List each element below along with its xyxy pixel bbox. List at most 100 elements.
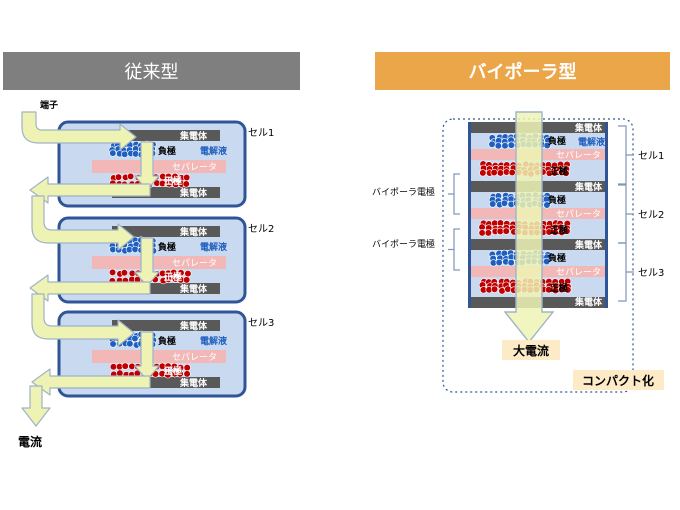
bipolar-electrode-bracket [448, 173, 460, 215]
current-arrow-out [21, 385, 51, 427]
active-material-particle [108, 268, 117, 276]
top-collector-plate [112, 130, 220, 141]
active-material-particle [494, 142, 502, 150]
cell-bracket [618, 125, 634, 185]
separator-layer [92, 350, 226, 363]
active-material-particle [489, 200, 497, 208]
bipolar-type-title: バイポーラ型 [468, 62, 577, 83]
current-label: 電流 [18, 434, 42, 449]
separator-layer [92, 256, 226, 269]
downward-current-arrow [134, 141, 160, 191]
active-material-particle [543, 141, 551, 150]
active-material-particle [109, 340, 117, 348]
electrolyte-label: 電解液 [200, 335, 228, 347]
compact-label: コンパクト化 [582, 373, 654, 388]
active-material-particle [183, 276, 191, 284]
electrolyte-label: 電解液 [200, 145, 228, 157]
collector-label: 集電体 [179, 283, 208, 295]
active-material-particle [120, 269, 128, 277]
active-material-particle [131, 245, 139, 254]
collector-label: 集電体 [179, 226, 208, 238]
cathode-label: 正極 [164, 365, 182, 377]
active-material-particle [478, 229, 486, 237]
compact-label-box [573, 370, 664, 390]
cathode-label: 正極 [164, 175, 182, 187]
cell-label-1: セル1 [638, 150, 664, 162]
collector-label: 集電体 [574, 296, 603, 308]
anode-label: 負極 [548, 194, 566, 206]
large-current-label-box [502, 340, 560, 360]
cathode-label: 正極 [164, 271, 182, 283]
active-material-particle [500, 199, 509, 207]
anode-label: 負極 [548, 135, 566, 147]
cathode-label: 正極 [550, 224, 568, 236]
downward-current-arrow [134, 237, 160, 287]
anode-label: 負極 [158, 335, 176, 347]
active-material-particle [121, 362, 129, 370]
electrolyte-label: 電解液 [200, 241, 228, 253]
active-material-particle [488, 140, 496, 148]
downward-current-arrow [134, 331, 160, 381]
active-material-particle [495, 258, 503, 267]
active-material-particle [184, 269, 192, 278]
cell-label-3: セル3 [638, 267, 664, 279]
stack-side-wall-left [468, 122, 471, 308]
active-material-particle [564, 286, 572, 294]
cell-bracket [618, 242, 634, 302]
active-material-particle [127, 172, 135, 180]
active-material-particle [496, 227, 504, 236]
active-material-particle [508, 168, 516, 177]
separator-label: セパレータ [172, 352, 217, 363]
anode-label: 負極 [158, 241, 176, 253]
current-arrow-terminal-in [21, 111, 137, 151]
cell-label-2: セル2 [248, 223, 274, 235]
active-material-particle [183, 370, 191, 378]
stack-side-wall-right [605, 122, 608, 308]
active-material-particle [479, 169, 487, 177]
current-arrow-connector-2 [31, 293, 135, 347]
active-material-particle [114, 173, 123, 181]
current-arrow-connector-1 [31, 195, 135, 251]
active-material-particle [177, 269, 185, 277]
active-material-particle [507, 259, 515, 267]
cell-bracket [618, 184, 634, 244]
active-material-particle [498, 287, 506, 295]
active-material-particle [543, 201, 551, 209]
bipolar-type-header: バイポーラ型 [375, 52, 670, 90]
active-material-particle [109, 149, 117, 157]
collector-label: 集電体 [179, 130, 208, 142]
active-material-particle [484, 229, 492, 237]
separator-label: セパレータ [556, 267, 601, 278]
terminal-label: 端子 [40, 99, 58, 111]
separator-label: セパレータ [172, 162, 217, 173]
active-material-particle [176, 370, 184, 378]
active-material-particle [501, 142, 509, 150]
active-material-particle [490, 285, 499, 293]
bipolar-electrode-label: バイポーラ電極 [372, 238, 435, 250]
bottom-collector-plate [112, 283, 220, 294]
collector-label: 集電体 [179, 320, 208, 332]
anode-label: 負極 [158, 145, 176, 157]
active-material-particle [109, 363, 118, 371]
active-material-particle [128, 362, 136, 370]
large-current-label: 大電流 [513, 343, 549, 358]
active-material-particle [507, 141, 515, 149]
conventional-type-header: 従来型 [3, 52, 300, 90]
active-material-particle [562, 169, 570, 177]
active-material-particle [164, 371, 172, 379]
active-material-particle [183, 173, 191, 182]
bottom-collector-plate [112, 377, 220, 388]
separator-layer [92, 160, 226, 173]
active-material-particle [490, 168, 498, 177]
collector-label: 集電体 [179, 377, 208, 389]
active-material-particle [502, 227, 510, 235]
bottom-collector-plate [112, 187, 220, 198]
cathode-label: 正極 [550, 165, 568, 177]
collector-label: 集電体 [574, 239, 603, 251]
separator-label: セパレータ [556, 209, 601, 220]
active-material-particle [496, 169, 505, 177]
active-material-particle [551, 169, 559, 177]
large-current-arrow [503, 111, 555, 344]
active-material-particle [131, 334, 139, 343]
bipolar-electrode-bracket [448, 228, 460, 271]
